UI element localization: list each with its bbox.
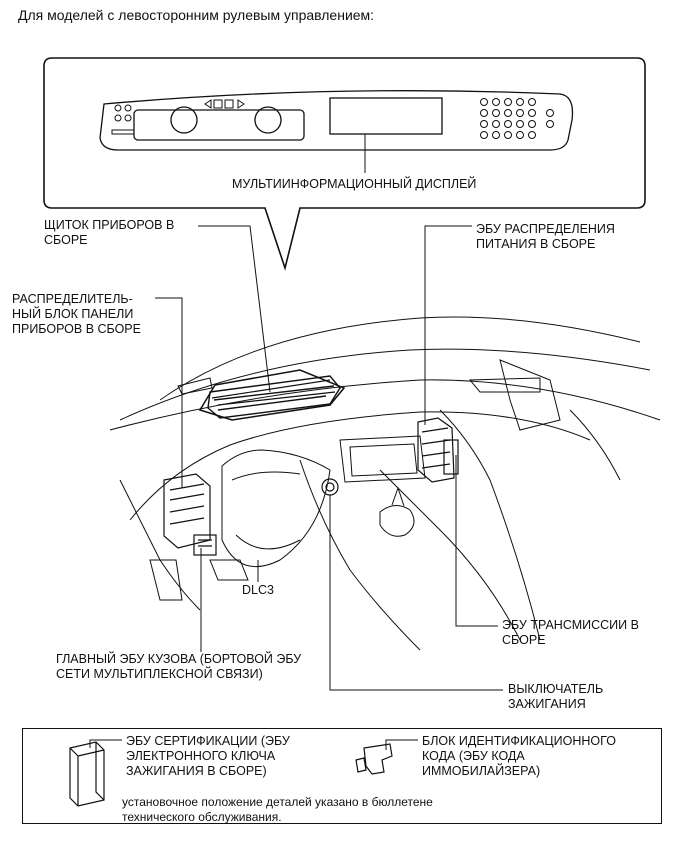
- legend-immobilizer: БЛОК ИДЕНТИФИКАЦИОННОГО КОДА (ЭБУ КОДА И…: [422, 734, 616, 778]
- label-ignition-switch: ВЫКЛЮЧАТЕЛЬ ЗАЖИГАНИЯ: [508, 682, 604, 711]
- page-header: Для моделей с левосторонним рулевым упра…: [18, 7, 375, 23]
- label-power-distribution-ecu: ЭБУ РАСПРЕДЕЛЕНИЯ ПИТАНИЯ В СБОРЕ: [476, 222, 615, 251]
- legend-certification-ecu: ЭБУ СЕРТИФИКАЦИИ (ЭБУ ЭЛЕКТРОННОГО КЛЮЧА…: [126, 734, 290, 778]
- label-junction-block: РАСПРЕДЕЛИТЕЛЬ- НЫЙ БЛОК ПАНЕЛИ ПРИБОРОВ…: [12, 292, 141, 336]
- leader-cert-ecu: [89, 739, 122, 748]
- certification-ecu-icon: [69, 741, 105, 807]
- label-main-body-ecu: ГЛАВНЫЙ ЭБУ КУЗОВА (БОРТОВОЙ ЭБУ СЕТИ МУ…: [56, 652, 302, 681]
- legend-note: установочное положение деталей указано в…: [122, 795, 433, 824]
- instrument-cluster-top-view: [99, 90, 574, 151]
- label-dlc3: DLC3: [242, 583, 274, 597]
- junction-block-part: [163, 473, 211, 549]
- leader-ignition-switch: [329, 495, 503, 691]
- leader-junction-block: [155, 297, 183, 488]
- main-body-ecu-part: [193, 534, 217, 556]
- label-multi-display: МУЛЬТИИНФОРМАЦИОННЫЙ ДИСПЛЕЙ: [232, 177, 477, 191]
- immobilizer-unit-icon: [355, 743, 393, 775]
- leader-lines: [89, 225, 503, 750]
- label-instrument-panel: ЩИТОК ПРИБОРОВ В СБОРЕ: [44, 218, 175, 247]
- ignition-switch-part: [321, 478, 339, 496]
- leader-transmission-ecu: [455, 455, 498, 627]
- instrument-panel-assembly: [207, 375, 341, 419]
- right-button-grid: [480, 98, 554, 139]
- left-buttons: [111, 104, 135, 135]
- zoom-callout-box: [43, 57, 646, 271]
- leader-instrument-panel: [198, 225, 271, 393]
- dashboard-outline: [109, 316, 661, 651]
- power-distribution-ecu-part: [417, 417, 455, 483]
- leader-power-ecu: [424, 225, 472, 425]
- transmission-ecu-part: [443, 439, 459, 475]
- leader-immobilizer: [385, 739, 418, 750]
- arrow-indicators: [204, 99, 245, 109]
- label-transmission-ecu: ЭБУ ТРАНСМИССИИ В СБОРЕ: [502, 618, 639, 647]
- legend-box: [22, 728, 662, 824]
